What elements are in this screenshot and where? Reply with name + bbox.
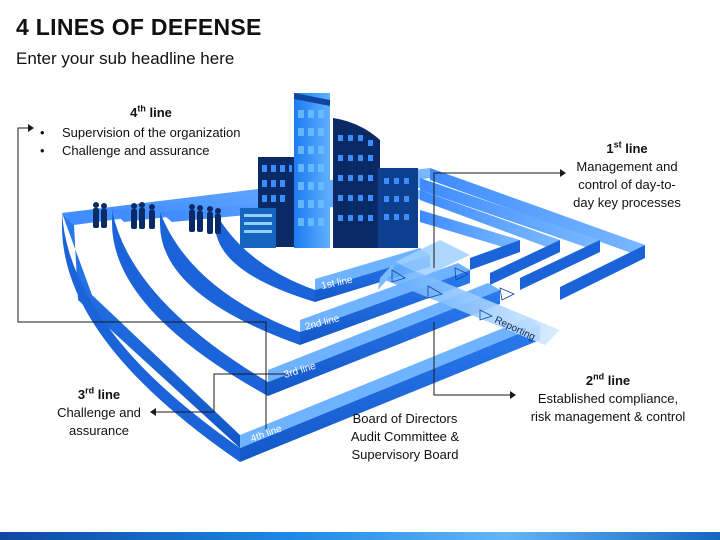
- people-group-1: [279, 219, 285, 247]
- label-4th-num: 4: [130, 105, 138, 120]
- label-2nd-desc-2: risk management & control: [530, 409, 686, 424]
- label-4th-ord: th: [137, 103, 146, 114]
- page-subtitle: Enter your sub headline here: [16, 49, 235, 68]
- people-silhouettes: [93, 202, 285, 247]
- label-1st-line: 1st line Management and control of day-t…: [566, 140, 688, 212]
- label-1st-desc-3: day key processes: [573, 195, 681, 210]
- page-title: 4 LINES OF DEFENSE: [16, 14, 262, 40]
- label-3rd-num: 3: [77, 387, 86, 402]
- label-4th-line-bullets: Supervision of the organization Challeng…: [36, 124, 266, 160]
- label-board-line-2: Audit Committee &: [350, 429, 460, 444]
- label-board-line-3: Supervisory Board: [351, 447, 459, 462]
- label-3rd-line: 3rd line Challenge and assurance: [54, 386, 144, 440]
- arrow-marker-4: [499, 287, 515, 301]
- label-1st-word: line: [625, 141, 648, 156]
- label-4th-line-heading: 4th line: [36, 104, 266, 122]
- label-3rd-word: line: [97, 387, 121, 402]
- list-item: Challenge and assurance: [36, 142, 266, 160]
- arrow-marker-5: [479, 309, 494, 321]
- list-item: Supervision of the organization: [36, 124, 266, 142]
- label-board-line-1: Board of Directors: [352, 411, 458, 426]
- label-1st-ord: st: [613, 139, 622, 150]
- label-3rd-ord: rd: [85, 385, 95, 396]
- buildings-illustration: [240, 93, 418, 248]
- label-1st-desc-1: Management and: [576, 159, 678, 174]
- label-board: Board of Directors Audit Committee & Sup…: [334, 410, 476, 464]
- label-1st-num: 1: [606, 141, 614, 156]
- connector-2nd-line: [433, 322, 510, 396]
- label-2nd-line-heading: 2nd line: [516, 372, 700, 390]
- connector-4th-line: [17, 127, 267, 430]
- reporting-strip: [378, 240, 560, 345]
- label-3rd-desc-1: Challenge and: [57, 405, 141, 420]
- label-2nd-ord: nd: [593, 371, 605, 382]
- people-group-4: [93, 202, 107, 228]
- arrow-marker-1: [391, 269, 406, 283]
- connector-lines: [17, 124, 566, 430]
- footer-accent-bar: [0, 532, 720, 540]
- connector-3rd-line: [156, 373, 290, 413]
- label-2nd-line: 2nd line Established compliance, risk ma…: [516, 372, 700, 426]
- label-2nd-desc-1: Established compliance,: [537, 391, 679, 406]
- label-3rd-line-heading: 3rd line: [54, 386, 144, 404]
- label-4th-line: 4th line Supervision of the organization…: [36, 104, 266, 160]
- people-group-3: [131, 202, 155, 229]
- arrow-marker-3: [454, 267, 469, 281]
- label-2nd-num: 2: [585, 373, 594, 388]
- arrow-marker-2: [427, 285, 444, 299]
- label-4th-word: line: [149, 105, 172, 120]
- connector-1st-line: [433, 172, 560, 268]
- label-1st-line-heading: 1st line: [566, 140, 688, 158]
- label-3rd-desc-2: assurance: [69, 423, 129, 438]
- label-1st-desc-2: control of day-to-: [578, 177, 676, 192]
- band-1st-line: [215, 210, 520, 302]
- label-2nd-word: line: [607, 373, 631, 388]
- people-group-2: [189, 204, 221, 234]
